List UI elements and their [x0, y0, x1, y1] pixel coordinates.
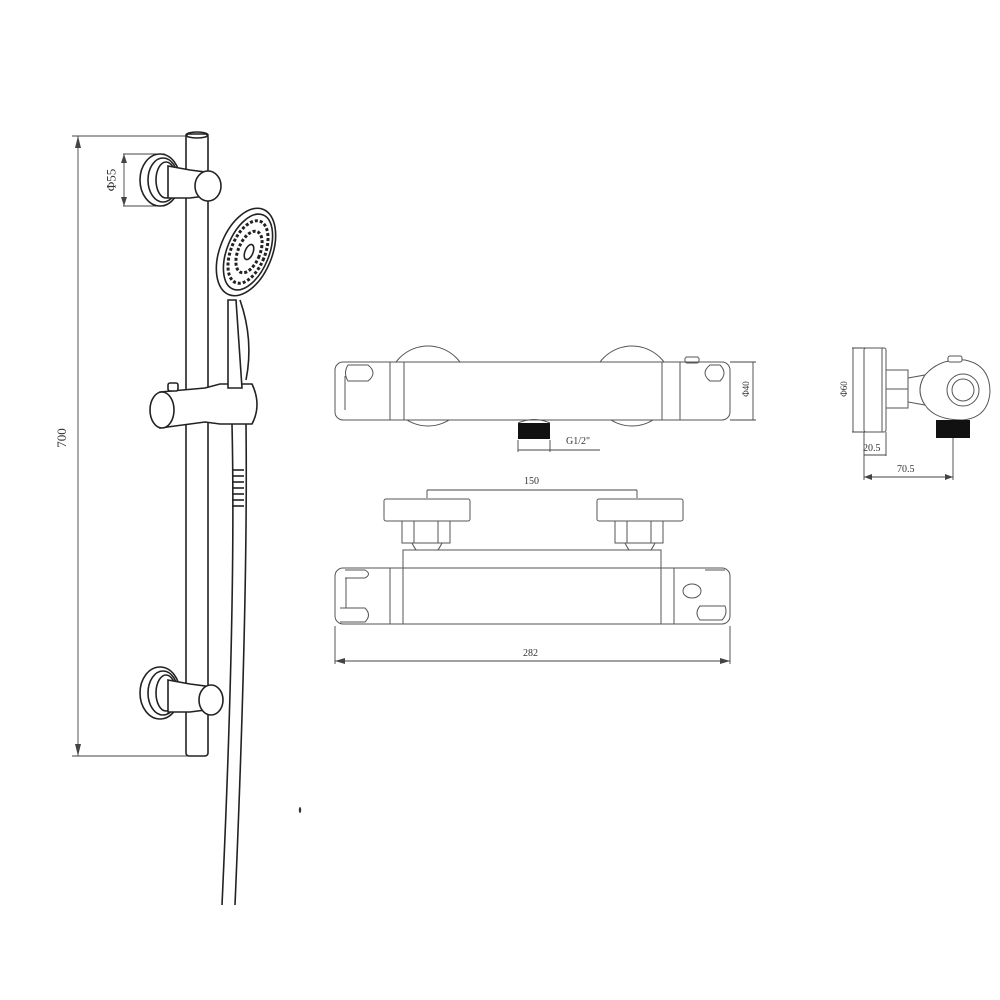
- dim-label-700: 700: [53, 428, 69, 448]
- mixer-side-view: [852, 347, 991, 480]
- dim-label-outlet-projection: 70.5: [897, 464, 915, 475]
- riser-rail-view: [72, 131, 302, 906]
- dim-label-flange-diameter: Φ60: [838, 381, 849, 397]
- hand-shower-head: [215, 207, 277, 297]
- dim-label-body-diameter: Φ40: [740, 381, 751, 397]
- hose-grip: [232, 469, 244, 507]
- mixer-top-view: [334, 345, 756, 452]
- top-wall-bracket: [139, 153, 222, 207]
- slider-holder: [149, 382, 258, 429]
- dim-label-inlet-centers: 150: [524, 476, 539, 487]
- dim-label-bracket-diameter: Φ55: [103, 168, 119, 192]
- dim-label-outlet-thread: G1/2": [566, 436, 591, 447]
- mixer-front-view: [334, 489, 731, 664]
- dim-label-flange-depth: 20.5: [863, 443, 881, 454]
- bottom-wall-bracket: [139, 666, 224, 720]
- dim-label-overall-length: 282: [523, 648, 538, 659]
